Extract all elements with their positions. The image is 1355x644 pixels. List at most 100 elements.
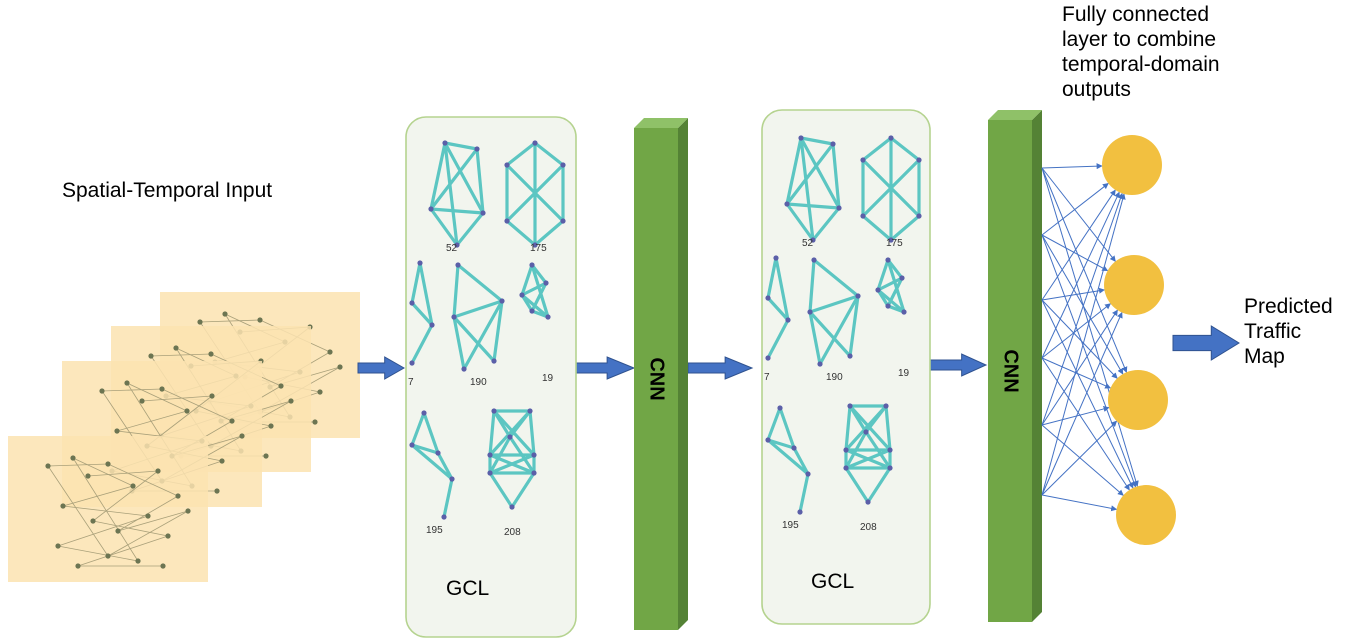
graph-edge — [443, 141, 485, 215]
flow-arrow — [357, 356, 406, 380]
cnn-block-1: CNN — [634, 118, 688, 630]
graph-id-label: 208 — [504, 527, 521, 538]
frame-node — [124, 380, 130, 386]
frame-node — [268, 423, 274, 429]
fc-connection — [1041, 183, 1109, 236]
frame-edge — [161, 388, 233, 422]
graph-edge — [808, 258, 816, 314]
frame-node — [278, 383, 284, 389]
graph-node — [899, 275, 905, 281]
frame-node — [135, 558, 141, 564]
cnn-front-face — [634, 128, 678, 630]
graph-edge — [452, 315, 496, 363]
graph-edge — [530, 281, 548, 313]
graph-edge — [886, 304, 906, 314]
graph-edge — [488, 471, 514, 509]
graph-node — [461, 366, 467, 372]
graph-edge — [766, 296, 790, 322]
graph-node — [560, 218, 566, 224]
graph-edge — [418, 261, 434, 327]
graph-edge — [818, 294, 860, 366]
frame-node — [229, 418, 235, 424]
graph-edge — [452, 299, 504, 319]
graph-edge — [520, 293, 534, 313]
frame-edge — [199, 319, 261, 323]
frame-node — [263, 453, 269, 459]
graph-edge — [799, 136, 841, 210]
frame-node — [85, 473, 91, 479]
graph-edge — [831, 142, 841, 210]
graph-id-label: 175 — [886, 238, 903, 249]
graph-id-label: 190 — [470, 377, 487, 388]
cnn-block-2: CNN — [988, 110, 1042, 622]
frame-node — [317, 389, 323, 395]
graph-node — [474, 146, 480, 152]
graph-id-label: 52 — [802, 238, 814, 249]
frame-edge — [117, 510, 189, 532]
graph-edge — [520, 263, 534, 297]
frame-node — [185, 508, 191, 514]
graph-edge — [429, 207, 459, 247]
graph-node — [421, 410, 427, 416]
fc-connection — [1041, 357, 1130, 491]
graph-node — [417, 260, 423, 266]
frame-edge — [150, 353, 212, 357]
cnn-side-face — [1032, 110, 1042, 622]
graph-node — [409, 442, 415, 448]
fc-connection — [1041, 191, 1120, 359]
frame-node — [184, 408, 190, 414]
graph-node — [765, 295, 771, 301]
frame-node — [70, 455, 76, 461]
cnn-front-face — [988, 120, 1032, 622]
graph-node — [491, 408, 497, 414]
flow-arrow — [569, 356, 636, 380]
graph-edge — [488, 409, 496, 457]
output-title-line: Predicted — [1244, 295, 1333, 318]
graph-edge — [410, 323, 434, 365]
cnn-top-face — [634, 118, 688, 128]
fc-title-line: Fully connected — [1062, 3, 1210, 26]
fc-connection — [1041, 406, 1110, 426]
graph-edge — [410, 443, 440, 455]
graph-node — [855, 293, 861, 299]
flow-arrow — [687, 356, 754, 380]
graph-edge — [455, 211, 485, 247]
fc-connection — [1041, 167, 1116, 262]
graph-edge — [510, 471, 536, 509]
graph-edge — [530, 263, 550, 319]
frame-node — [105, 553, 111, 559]
fc-node — [1108, 370, 1168, 430]
graph-node — [449, 476, 455, 482]
input-title: Spatial-Temporal Input — [62, 179, 273, 202]
frame-edge — [62, 485, 134, 507]
flow-arrow — [1172, 325, 1240, 361]
graph-edge — [799, 136, 815, 242]
fc-node — [1104, 255, 1164, 315]
graph-edge — [429, 207, 485, 215]
graph-edge — [533, 141, 565, 167]
graph-node — [491, 358, 497, 364]
graph-node — [529, 308, 535, 314]
graph-edge — [808, 294, 860, 314]
graph-node — [487, 470, 493, 476]
output-title-line: Map — [1244, 345, 1285, 368]
frame-edge — [47, 465, 109, 557]
graph-node — [532, 140, 538, 146]
graph-node — [519, 292, 525, 298]
frame-edge — [116, 410, 188, 432]
frame-node — [160, 563, 166, 569]
graph-thumbnail: 52 — [428, 140, 486, 254]
graph-edge — [785, 142, 835, 206]
graph-node — [499, 298, 505, 304]
frame-edge — [107, 463, 179, 497]
fc-title-line: temporal-domain — [1062, 53, 1220, 76]
graph-node — [843, 465, 849, 471]
frame-node — [139, 398, 145, 404]
graph-node — [888, 237, 894, 243]
graph-node — [791, 445, 797, 451]
graph-edge — [812, 258, 860, 298]
frame-node — [114, 428, 120, 434]
graph-edge — [848, 404, 868, 434]
graph-edge — [808, 310, 852, 358]
